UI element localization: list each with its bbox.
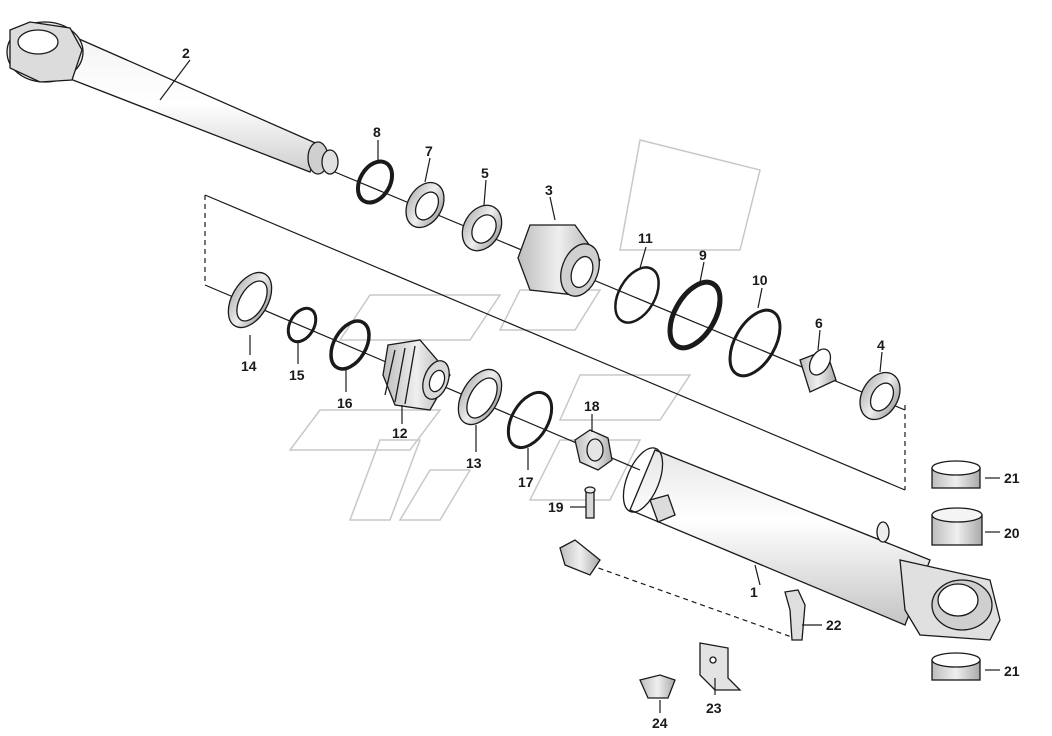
label-part-11: 11 <box>638 230 653 246</box>
ring-14 <box>227 271 273 329</box>
label-part-9: 9 <box>699 247 707 263</box>
label-part-12: 12 <box>392 425 408 441</box>
label-part-22: 22 <box>826 617 842 633</box>
part-labels: 2 8 7 5 3 11 9 10 6 4 14 15 16 12 13 17 … <box>182 45 1020 731</box>
wiper-4 <box>859 371 901 421</box>
label-part-13: 13 <box>466 455 482 471</box>
ring-17 <box>506 391 554 449</box>
seal-ring-8 <box>355 159 395 205</box>
label-part-7: 7 <box>425 143 433 159</box>
label-part-20: 20 <box>1004 525 1020 541</box>
label-part-2: 2 <box>182 45 190 61</box>
label-part-3: 3 <box>545 182 553 198</box>
label-part-18: 18 <box>584 398 600 414</box>
label-part-21-top: 21 <box>1004 470 1020 486</box>
seal-ring-10 <box>728 308 782 378</box>
elbow-fitting-22 <box>784 589 806 641</box>
label-part-1: 1 <box>750 584 758 600</box>
bushing-21-bottom <box>931 652 981 681</box>
label-part-24: 24 <box>652 715 668 731</box>
label-part-14: 14 <box>241 358 257 374</box>
rod-seal-5 <box>461 204 503 252</box>
bracket-23 <box>699 642 742 691</box>
bushing-6 <box>799 348 837 393</box>
piston-rod <box>6 21 339 175</box>
bushing-21-top <box>931 460 981 489</box>
label-part-15: 15 <box>289 367 305 383</box>
piston-12 <box>382 339 451 411</box>
cylinder-head-3 <box>517 224 601 297</box>
bushing-20 <box>931 507 983 546</box>
label-part-5: 5 <box>481 165 489 181</box>
leader-lines <box>159 59 1000 713</box>
label-part-10: 10 <box>752 272 768 288</box>
nut-18 <box>574 429 613 471</box>
ring-13 <box>457 368 503 426</box>
label-part-4: 4 <box>877 337 885 353</box>
label-part-17: 17 <box>518 474 534 490</box>
wiper-ring-7 <box>405 181 445 229</box>
hose-bolt <box>559 539 601 576</box>
label-part-6: 6 <box>815 315 823 331</box>
ring-16 <box>329 319 371 371</box>
ring-15 <box>286 306 318 344</box>
bolt-24 <box>639 674 676 699</box>
o-ring-11 <box>614 266 660 324</box>
label-part-21-bottom: 21 <box>1004 663 1020 679</box>
backup-ring-9 <box>667 279 723 351</box>
label-part-19: 19 <box>548 499 564 515</box>
label-part-8: 8 <box>373 124 381 140</box>
label-part-23: 23 <box>706 700 722 716</box>
cylinder-barrel <box>622 447 1001 641</box>
label-part-16: 16 <box>337 395 353 411</box>
screw-19 <box>584 486 596 519</box>
